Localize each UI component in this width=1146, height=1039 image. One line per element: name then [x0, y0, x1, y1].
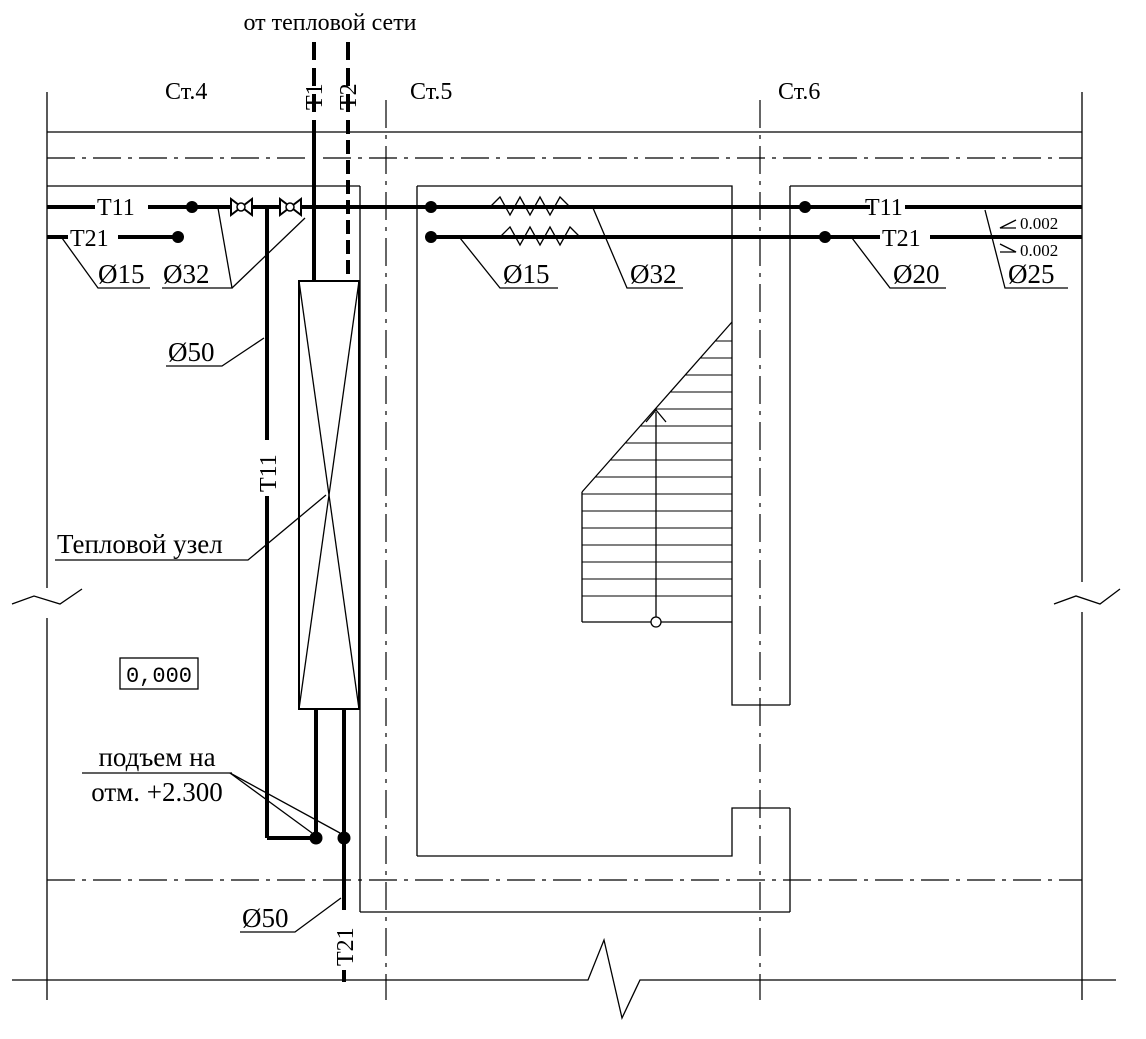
slope-symbol-2 — [999, 243, 1017, 253]
axis-label-6: Ст.6 — [778, 79, 820, 105]
stair-start-circle — [650, 616, 662, 628]
pipe-node-t11-left — [186, 201, 198, 213]
leader-right-d25 — [984, 209, 1068, 289]
pipe-label-t21-vertical: T21 — [333, 927, 359, 966]
right-break-symbol — [1053, 588, 1121, 605]
stair-inner-top — [417, 185, 790, 706]
rise-note-leader-1 — [229, 772, 313, 834]
heat-unit-box — [298, 280, 360, 710]
slope-value-1: 0.002 — [1020, 214, 1058, 233]
axis-label-4: Ст.4 — [165, 79, 207, 105]
heat-unit — [298, 280, 360, 710]
diameter-callouts: Ø15 Ø32 Ø15 Ø32 Ø20 Ø25 Ø50 Ø50 — [61, 207, 1068, 933]
diameter-vertical-d50: Ø50 — [168, 337, 215, 367]
heat-unit-label: Тепловой узел — [57, 529, 223, 559]
left-break-symbol — [11, 588, 83, 605]
leader-riser — [231, 217, 306, 289]
leader-mid-d32 — [592, 207, 683, 289]
pipe-label-t21-right: T21 — [882, 226, 921, 252]
leader-bottom-d50 — [240, 897, 342, 933]
stair-arrow-head — [645, 408, 667, 423]
diameter-mid-d15: Ø15 — [503, 259, 550, 289]
diameter-left-d32: Ø32 — [163, 259, 210, 289]
compensators — [489, 195, 581, 247]
valve-2 — [279, 196, 302, 218]
level-mark-value: 0,000 — [126, 664, 192, 689]
stair-diagonal — [581, 321, 733, 493]
level-mark: 0,000 — [119, 657, 199, 690]
diameter-left-d15: Ø15 — [98, 259, 145, 289]
valve-1 — [230, 196, 253, 218]
diameter-bottom-d50: Ø50 — [242, 903, 289, 933]
pipe-node-t21-left — [172, 231, 184, 243]
compensator-t21 — [499, 225, 581, 247]
leader-left-d15 — [61, 237, 150, 289]
pipe-label-t11-vertical: T11 — [256, 454, 282, 492]
leader-mid-d15 — [459, 237, 558, 289]
rise-note-leader-2 — [229, 772, 341, 834]
pipe-node-t21-right — [819, 231, 831, 243]
rise-note-line-2: отм. +2.300 — [91, 777, 223, 807]
stair-inner-bottom — [417, 807, 790, 857]
horizontal-pipes: T11 T21 T11 T21 — [47, 195, 1082, 252]
slope-value-2: 0.002 — [1020, 241, 1058, 260]
rise-note: подъем на отм. +2.300 — [82, 742, 341, 834]
pipe-node-t21-mid — [425, 231, 437, 243]
diameter-right-d25: Ø25 — [1008, 259, 1055, 289]
staircase — [581, 321, 733, 628]
leader-vertical-d50 — [166, 337, 265, 367]
leader-heat-unit — [55, 494, 327, 561]
heat-unit-cross-2 — [298, 280, 360, 710]
diameter-right-d20: Ø20 — [893, 259, 940, 289]
axis-lines — [47, 100, 1082, 1000]
heat-unit-callout: Тепловой узел — [55, 494, 327, 561]
slope-marks: 0.002 0.002 — [999, 214, 1058, 260]
rise-node-t21 — [337, 831, 351, 845]
leader-right-d20 — [851, 237, 946, 289]
pipe-node-t11-right — [799, 201, 811, 213]
diameter-mid-d32: Ø32 — [630, 259, 677, 289]
compensator-t11 — [489, 195, 571, 217]
valves — [230, 196, 302, 218]
bottom-break-line — [12, 937, 1116, 1020]
pipe-node-t11-mid — [425, 201, 437, 213]
riser-label-t1: T1 — [302, 83, 328, 110]
rise-note-line-1: подъем на — [98, 742, 215, 772]
pipe-label-t11-left: T11 — [97, 195, 135, 221]
pipe-label-t11-right: T11 — [865, 195, 903, 221]
slope-symbol-1 — [999, 219, 1017, 229]
level-mark-box — [119, 657, 199, 690]
heating-network-heading: от тепловой сети — [243, 10, 416, 36]
rise-node-t11 — [309, 831, 323, 845]
vertical-pipes: T11 T21 — [256, 207, 359, 982]
axis-label-5: Ст.5 — [410, 79, 452, 105]
pipe-label-t21-left: T21 — [70, 226, 109, 252]
building-walls — [11, 92, 1121, 1020]
riser-supply-return: T1 T2 — [302, 42, 362, 281]
riser-label-t2: T2 — [336, 83, 362, 110]
